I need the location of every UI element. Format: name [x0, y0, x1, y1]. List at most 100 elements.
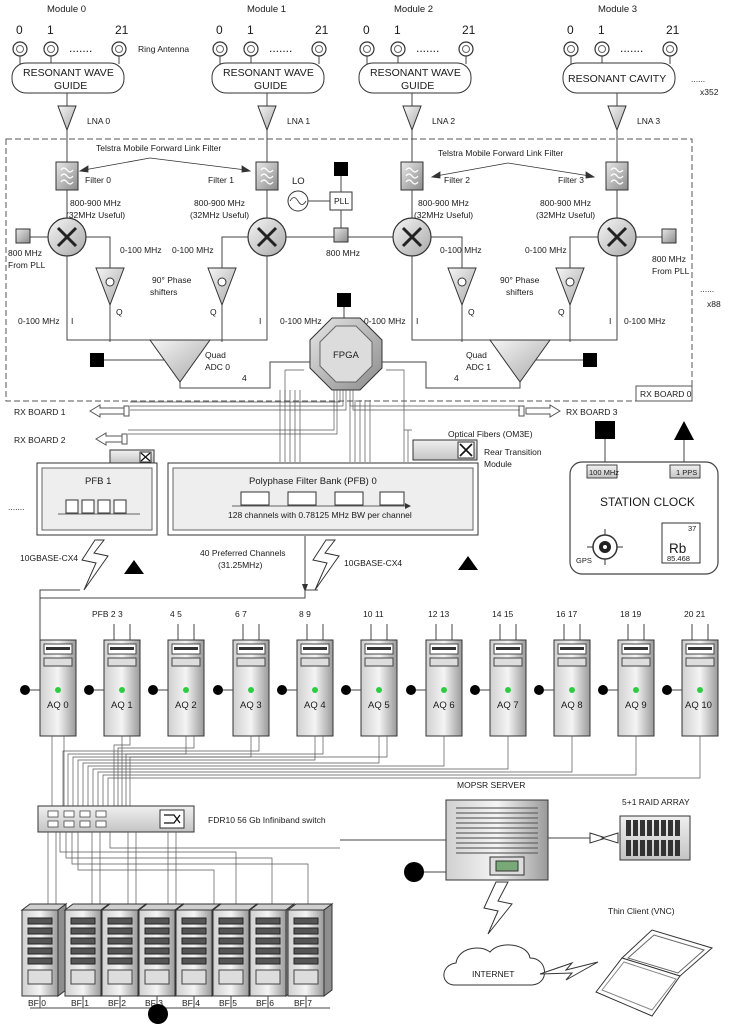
- q-label: Q: [468, 307, 475, 317]
- rx-boards-outside: RX BOARD 1 RX BOARD 2 RX BOARD 3: [14, 404, 618, 446]
- thin-client-label: Thin Client (VNC): [608, 906, 675, 916]
- bf-server-6: BF 6: [248, 903, 296, 1008]
- band-label: 800-900 MHz: [540, 198, 591, 208]
- pfb-pair-label: 14 15: [492, 609, 514, 619]
- pfb-pair-label: 10 11: [363, 609, 384, 619]
- antenna-number: 0: [216, 23, 223, 37]
- ring-antenna-icon: [594, 41, 610, 57]
- bf-label: BF 5: [219, 998, 237, 1008]
- if-band-label: 0-100 MHz: [120, 245, 162, 255]
- bf-server-3: BF 3: [137, 903, 185, 1008]
- internet-block: INTERNET Thin Client (VNC): [443, 881, 714, 1017]
- rx-board-3-label: RX BOARD 3: [566, 407, 618, 417]
- pfb-boards: ....... PFB 1 Polyphase Filter Bank (PFB…: [8, 462, 479, 536]
- if-out-label: 0-100 MHz: [280, 316, 322, 326]
- q-label: Q: [210, 307, 217, 317]
- band-label: 800-900 MHz: [194, 198, 245, 208]
- quad-adc-icon: [149, 339, 211, 383]
- rx-board-2-arrow: [95, 432, 123, 446]
- if-out-label: 0-100 MHz: [18, 316, 60, 326]
- ring-antenna-icon: [212, 41, 228, 57]
- preferred-label-2: (31.25MHz): [218, 560, 263, 570]
- aq-label: AQ 7: [497, 700, 519, 711]
- server-power-dot: [404, 862, 424, 882]
- optical-rtm: Optical Fibers (OM3E) Rear Transition Mo…: [109, 429, 542, 469]
- ring-antenna-icon: [311, 41, 327, 57]
- lo-input-left-hatch: [15, 228, 31, 244]
- aq-power-dot: [341, 685, 351, 695]
- adc-label-1: Quad: [205, 350, 226, 360]
- antenna-dots: .......: [416, 41, 439, 55]
- status-led: [183, 687, 189, 693]
- lna-label: LNA 2: [432, 116, 455, 126]
- ib-switch-label: FDR10 56 Gb Infiniband switch: [208, 815, 326, 825]
- antenna-number: 21: [115, 23, 129, 37]
- bus-width-left: 4: [242, 373, 247, 383]
- status-led: [441, 687, 447, 693]
- pfb-pair-label: 18 19: [620, 609, 642, 619]
- pfb-pair-label: 8 9: [299, 609, 311, 619]
- aq-server-9: AQ 9: [102, 639, 655, 806]
- lna-label: LNA 0: [87, 116, 110, 126]
- pfb-pair-label: 12 13: [428, 609, 450, 619]
- ring-antenna-label: Ring Antenna: [138, 44, 189, 54]
- adc-label-2: ADC 1: [466, 362, 491, 372]
- waveguide-box: [562, 62, 676, 94]
- status-led: [55, 687, 61, 693]
- telstra-label-left: Telstra Mobile Forward Link Filter: [96, 143, 221, 153]
- rx-board-frame: [5, 138, 693, 402]
- antenna-dots: .......: [69, 41, 92, 55]
- server-tower: [425, 639, 463, 737]
- aq-label: AQ 6: [433, 700, 455, 711]
- rb-symbol: Rb: [669, 541, 686, 556]
- status-led: [569, 687, 575, 693]
- bf-label: BF 4: [182, 998, 200, 1008]
- status-led: [119, 687, 125, 693]
- module-title: Module 2: [394, 4, 433, 15]
- ib-cabling: [47, 832, 340, 904]
- infiniband-switch: FDR10 56 Gb Infiniband switch: [37, 805, 326, 833]
- raid-array: 5+1 RAID ARRAY: [619, 797, 691, 861]
- cx4-label-left: 10GBASE-CX4: [20, 553, 78, 563]
- antenna-number: 1: [394, 23, 401, 37]
- antenna-dots: .......: [620, 41, 643, 55]
- rb-mass: 85.468: [667, 554, 690, 563]
- waveguide-label: RESONANT CAVITY: [568, 73, 666, 85]
- clock-in-pps: 1 PPS: [676, 468, 697, 477]
- aq-server-1: AQ 1: [62, 639, 141, 806]
- ib-switch-icon: [159, 809, 185, 829]
- antenna-number: 21: [462, 23, 476, 37]
- filter-label: Filter 0: [85, 175, 111, 185]
- bf-label: BF 3: [145, 998, 163, 1008]
- bf-power-dot: [148, 1004, 168, 1024]
- status-led: [312, 687, 318, 693]
- server-label: MOPSR SERVER: [457, 780, 525, 790]
- gps-label: GPS: [576, 556, 592, 565]
- rx-board-2-label: RX BOARD 2: [14, 435, 66, 445]
- q-label: Q: [558, 307, 565, 317]
- adc-clock-connector: [583, 353, 597, 367]
- band-useful-label: (32MHz Useful): [536, 210, 595, 220]
- quad-adc-icon: [489, 339, 551, 383]
- aq-power-dot: [598, 685, 608, 695]
- antenna-number: 0: [567, 23, 574, 37]
- if-out-label: 0-100 MHz: [364, 316, 406, 326]
- ground-left-icon: [124, 560, 144, 574]
- aq-label: AQ 1: [111, 700, 133, 711]
- internet-cloud-icon: [443, 944, 545, 986]
- x352-text: x352: [700, 87, 719, 97]
- aq-power-dot: [20, 685, 30, 695]
- fiber-bundle: [128, 369, 520, 462]
- clock-in-100mhz: 100 MHz: [589, 468, 619, 477]
- dots-top-right: ......: [691, 74, 705, 84]
- aq-label: AQ 5: [368, 700, 390, 711]
- lo-input-right-hatch: [661, 228, 677, 244]
- ring-antenna-icon: [111, 41, 127, 57]
- aq-power-dot: [470, 685, 480, 695]
- lna-icon: [402, 105, 422, 132]
- ring-antenna-icon: [243, 41, 259, 57]
